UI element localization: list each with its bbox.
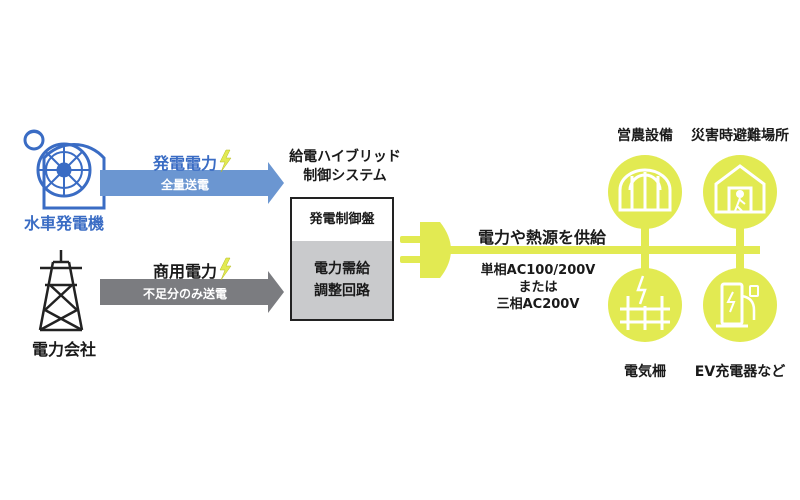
controller-title: 給電ハイブリッド 制御システム [285,148,405,186]
adjustment-circuit: 電力需給 調整回路 [292,241,392,319]
shelter-label: 災害時避難場所 [691,128,789,144]
voltage-line3: 三相AC200V [496,297,580,312]
control-panel: 発電制御盤 電力需給 調整回路 [290,197,394,321]
fence-circle [608,268,682,342]
shelter-icon [714,164,766,214]
plug-icon [400,222,451,278]
fence-label: 電気柵 [624,364,666,380]
ev-charger-icon [716,282,759,328]
panel-header: 発電制御盤 [309,212,375,227]
waterwheel-icon [23,129,106,210]
adjustment-line1: 電力需給 [314,261,370,277]
greenhouse-label: 営農設備 [617,128,673,144]
generated-power-arrow [100,162,284,204]
controller-title-line1: 給電ハイブリッド [289,149,401,165]
shortfall-transmission-label: 不足分のみ送電 [142,287,227,301]
adjustment-line2: 調整回路 [314,283,370,299]
lightning-icon [219,149,232,173]
ev-circle [703,268,777,342]
full-transmission-label: 全量送電 [160,178,209,192]
power-tower-icon [38,250,84,332]
generated-power-label: 発電電力 [153,154,218,173]
voltage-line2: または [518,280,558,295]
voltage-line1: 単相AC100/200V [480,263,596,278]
voltage-spec: 単相AC100/200V または 三相AC200V [478,262,598,313]
waterwheel-label: 水車発電機 [23,214,104,233]
utility-label: 電力会社 [31,340,96,359]
electric-fence-icon [620,275,670,330]
commercial-power-label: 商用電力 [153,262,218,281]
controller-title-line2: 制御システム [303,168,387,184]
commercial-power-arrow [100,271,284,313]
lightning-icon [219,257,232,281]
supply-heading: 電力や熱源を供給 [478,228,607,247]
ev-label: EV充電器など [694,364,786,380]
greenhouse-icon [618,168,672,212]
